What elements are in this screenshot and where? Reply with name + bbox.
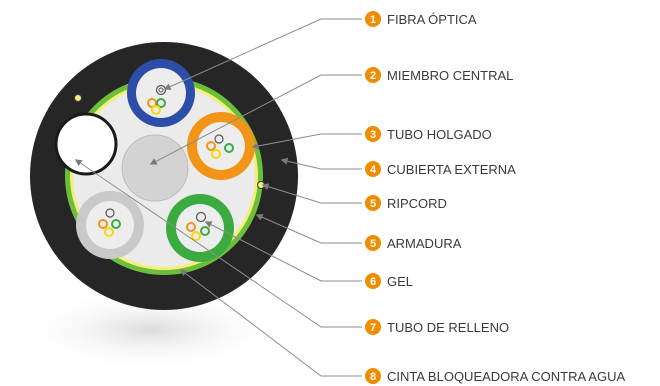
badge-number: 7: [370, 322, 376, 334]
label-ripcord: RIPCORD: [387, 196, 447, 211]
ripcord-dot: [74, 94, 82, 102]
leader-line-fibra-optica: [163, 18, 362, 90]
cable-cross-section: [30, 42, 298, 310]
number-badge: [365, 368, 381, 384]
loose-tube-orange: [187, 112, 255, 180]
legend-item: 5 ARMADURA: [365, 235, 462, 251]
leader-line-miembro-central: [149, 74, 362, 165]
central-member: [121, 134, 189, 202]
label-tubo-holgado: TUBO HOLGADO: [387, 127, 492, 142]
number-badge: [365, 195, 381, 211]
legend-item: 3 TUBO HOLGADO: [365, 126, 492, 142]
leader-line-tubo-de-relleno: [74, 159, 362, 328]
loose-tube-gray: [76, 191, 144, 259]
leader-line-cinta-bloqueadora: [179, 269, 362, 377]
number-badge: [365, 161, 381, 177]
number-badge: [365, 11, 381, 27]
legend-item: 5 RIPCORD: [365, 195, 447, 211]
label-tubo-de-relleno: TUBO DE RELLENO: [387, 320, 509, 335]
label-fibra-optica: FIBRA ÓPTICA: [387, 12, 477, 27]
leader-line-cubierta-externa: [280, 157, 362, 170]
leader-lines: [74, 18, 362, 377]
legend-item: 6 GEL: [365, 273, 413, 289]
leader-line-gel: [204, 221, 362, 282]
label-armadura: ARMADURA: [387, 236, 462, 251]
number-badge: [365, 126, 381, 142]
leader-line-ripcord: [261, 183, 362, 204]
legend: 1 FIBRA ÓPTICA 2 MIEMBRO CENTRAL 3 TUBO …: [365, 11, 625, 384]
badge-number: 6: [370, 276, 376, 288]
cable-shadow: [15, 290, 285, 370]
legend-item: 8 CINTA BLOQUEADORA CONTRA AGUA: [365, 368, 625, 384]
number-badge: [365, 235, 381, 251]
label-miembro-central: MIEMBRO CENTRAL: [387, 68, 513, 83]
badge-number: 4: [370, 164, 377, 176]
badge-number: 3: [370, 129, 376, 141]
badge-number: 5: [370, 238, 376, 250]
legend-item: 1 FIBRA ÓPTICA: [365, 11, 477, 27]
number-badge: [365, 67, 381, 83]
badge-number: 2: [370, 70, 376, 82]
number-badge: [365, 319, 381, 335]
leader-line-armadura: [255, 214, 362, 244]
loose-tube-green: [166, 194, 234, 262]
label-cubierta-externa: CUBIERTA EXTERNA: [387, 162, 516, 177]
legend-item: 4 CUBIERTA EXTERNA: [365, 161, 516, 177]
badge-number: 5: [370, 198, 376, 210]
loose-tube-blue: [127, 59, 195, 127]
badge-number: 1: [370, 14, 376, 26]
label-gel: GEL: [387, 274, 413, 289]
leader-line-tubo-holgado: [251, 133, 362, 150]
legend-item: 2 MIEMBRO CENTRAL: [365, 67, 513, 83]
number-badge: [365, 273, 381, 289]
filler-tube: [54, 112, 118, 176]
legend-item: 7 TUBO DE RELLENO: [365, 319, 509, 335]
badge-number: 8: [370, 371, 376, 383]
label-cinta-bloqueadora: CINTA BLOQUEADORA CONTRA AGUA: [387, 369, 625, 384]
